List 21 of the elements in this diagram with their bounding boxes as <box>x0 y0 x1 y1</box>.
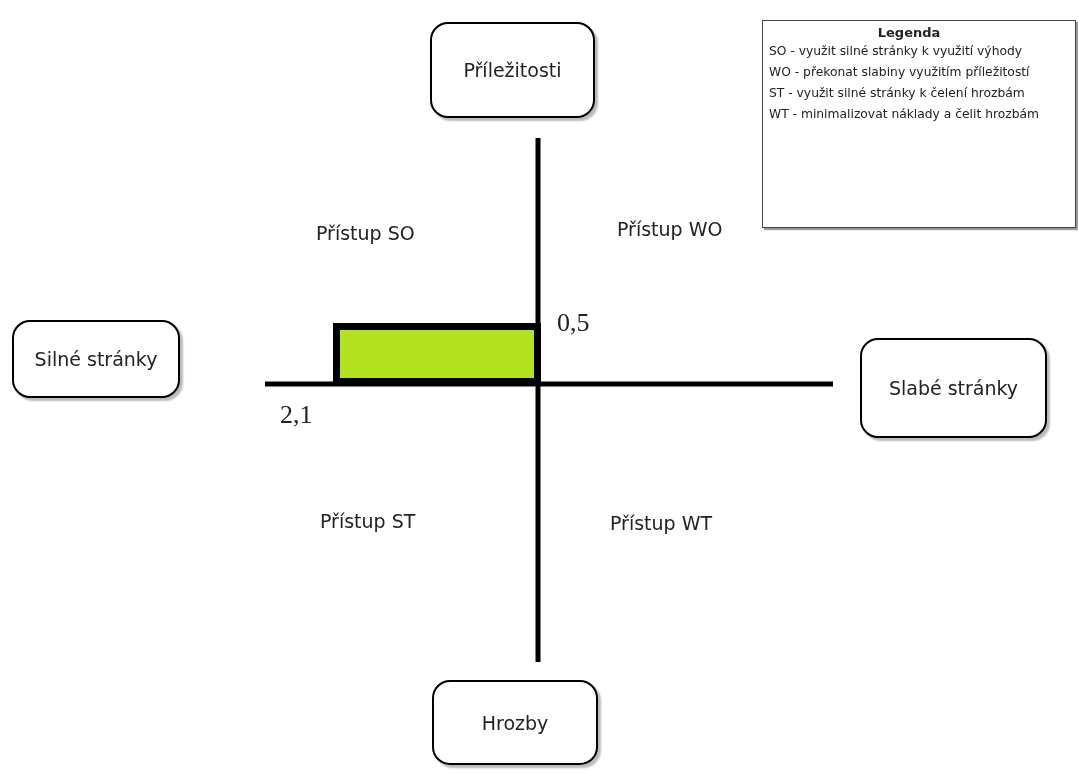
legend-entry: ST - využit silné stránky k čelení hrozbám <box>769 86 1026 100</box>
box-label: Silné stránky <box>34 348 158 370</box>
rounded-box <box>430 22 595 118</box>
value-label: 2,1 <box>280 400 313 430</box>
legend-panel <box>762 20 1076 228</box>
value-label: 0,5 <box>557 308 590 338</box>
result-bar <box>333 323 541 385</box>
legend-entry: WT - minimalizovat náklady a čelit hrozbám <box>769 107 1040 121</box>
box-label: Příležitosti <box>463 59 562 81</box>
legend-entry: SO - využit silné stránky k využití výhody <box>769 44 1024 58</box>
quadrant-label: Přístup ST <box>320 510 416 532</box>
quadrant-label: Přístup WT <box>610 512 713 534</box>
rounded-box <box>12 320 180 398</box>
legend-entry: WO - překonat slabiny využitím příležitostí <box>769 65 1031 79</box>
box-label: Slabé stránky <box>888 377 1019 399</box>
rounded-box <box>860 338 1047 438</box>
rounded-box <box>432 680 598 765</box>
box-label: Hrozby <box>481 711 549 734</box>
quadrant-label: Přístup WO <box>617 218 723 240</box>
legend-title: Legenda <box>876 25 942 40</box>
quadrant-label: Přístup SO <box>316 222 415 244</box>
